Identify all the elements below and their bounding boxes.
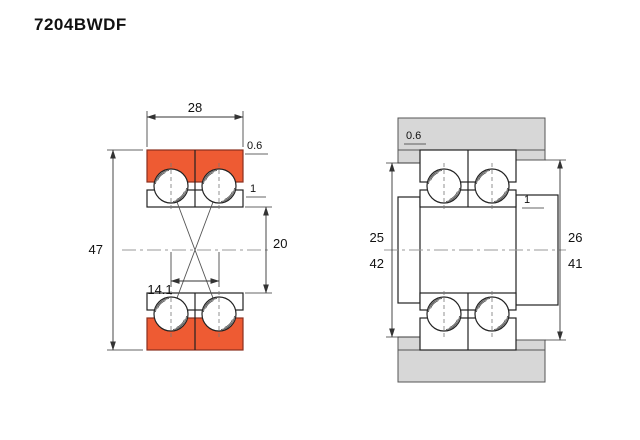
mounting-view: 25 42 26 41 0.6 1 bbox=[370, 117, 582, 383]
housing-fillet-value: 0.6 bbox=[406, 130, 421, 142]
housing-shoulder-bottom-right bbox=[515, 339, 546, 351]
dim-outer-diameter: 47 bbox=[89, 149, 143, 351]
housing-shoulder-bottom-left bbox=[397, 336, 421, 351]
housing-abutment-left-value: 42 bbox=[370, 256, 384, 271]
housing-shoulder-top-left bbox=[397, 149, 421, 164]
dim-bore: 20 bbox=[245, 206, 287, 294]
callout-housing-fillet: 0.6 bbox=[404, 130, 426, 145]
outer-chamfer-value: 0.6 bbox=[247, 140, 262, 152]
dim-width-value: 28 bbox=[188, 100, 202, 115]
housing-bottom bbox=[397, 349, 546, 383]
shaft-abutment-right-value: 26 bbox=[568, 230, 582, 245]
bearing-cross-section-view: 28 47 20 14.1 0.6 1 bbox=[89, 100, 287, 351]
contact-angle-lines bbox=[170, 185, 220, 315]
callout-shaft-fillet: 1 bbox=[522, 194, 544, 209]
ball-centerlines bbox=[443, 163, 493, 337]
dim-load-center-value: 14.1 bbox=[147, 282, 172, 297]
ball-centerlines bbox=[170, 163, 220, 337]
inner-chamfer-value: 1 bbox=[250, 183, 256, 195]
dim-bore-value: 20 bbox=[273, 236, 287, 251]
housing-shoulder-top-right bbox=[515, 149, 546, 161]
shaft-abutment-left-value: 25 bbox=[370, 230, 384, 245]
housing-abutment-right-value: 41 bbox=[568, 256, 582, 271]
dim-outer-diameter-value: 47 bbox=[89, 242, 103, 257]
callout-outer-chamfer: 0.6 bbox=[245, 140, 268, 155]
dim-left-abutments: 25 42 bbox=[370, 162, 420, 338]
dim-width: 28 bbox=[146, 100, 244, 147]
drawing-title: 7204BWDF bbox=[34, 15, 127, 34]
dim-right-abutments: 26 41 bbox=[545, 159, 582, 341]
dim-load-center-distance: 14.1 bbox=[147, 252, 220, 297]
shaft-fillet-value: 1 bbox=[524, 194, 530, 206]
callout-inner-chamfer: 1 bbox=[246, 183, 266, 198]
